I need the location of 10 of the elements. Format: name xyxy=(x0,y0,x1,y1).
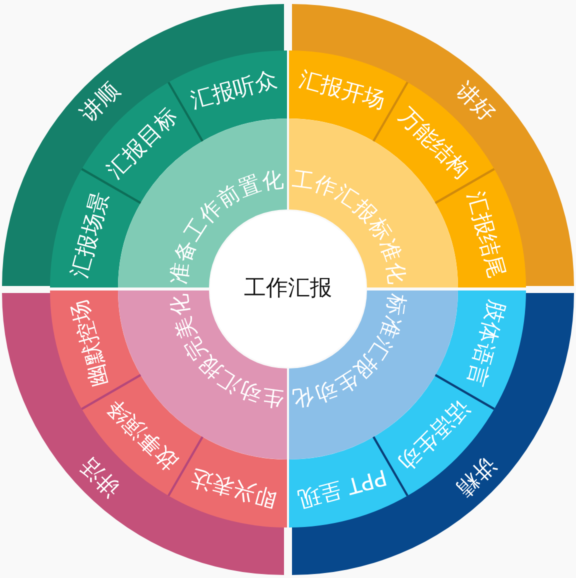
segment-label: 汇报开场 xyxy=(296,69,387,114)
segment-label: 汇报结尾 xyxy=(463,190,508,280)
segment-label: 汇报场景 xyxy=(68,190,113,280)
segment-label: PPT 呈现 xyxy=(294,464,388,509)
segment-label: 汇报听众 xyxy=(189,69,280,114)
segment-label: 肢体语言 xyxy=(463,298,508,388)
segment-label: 幽默控场 xyxy=(68,298,113,388)
segment-label: 即兴表达 xyxy=(189,464,280,509)
band-label: 讲顺 xyxy=(78,80,124,126)
band-label: 讲好 xyxy=(452,80,498,126)
